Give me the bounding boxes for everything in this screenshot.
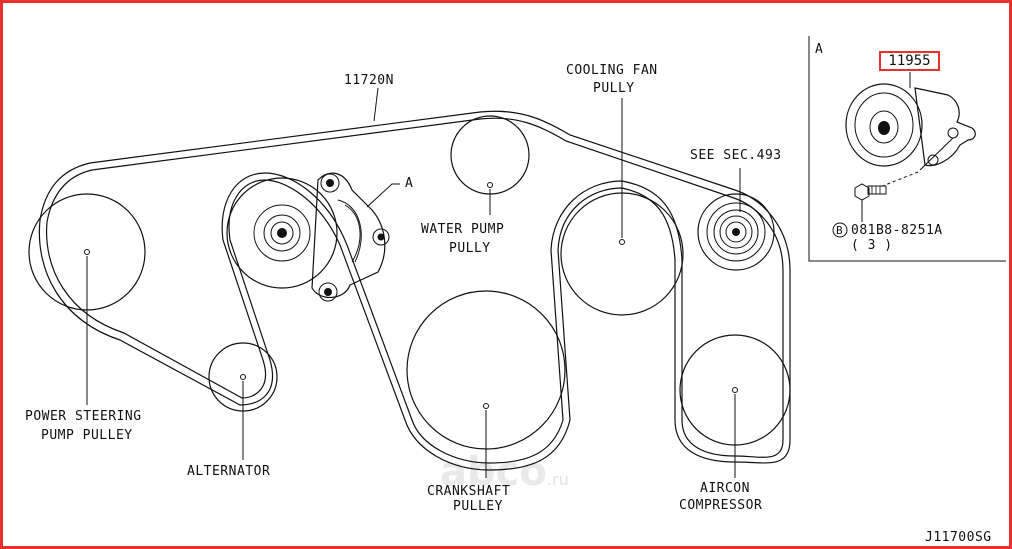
belt-leader [373,87,379,122]
alternator-label: ALTERNATOR [187,464,270,479]
see-section-label: SEE SEC.493 [690,148,782,163]
cooling-fan-label-line2: PULLY [593,81,635,96]
drive-belt [38,87,791,471]
crankshaft-pulley [406,290,566,478]
drawing-reference-code: J11700SG [925,530,992,545]
power-steering-pulley [28,193,146,405]
cooling-fan-pulley [560,98,684,316]
power-steering-label-line1: POWER STEERING [25,409,142,424]
tensioner-part-callout: 11955 [879,51,940,71]
idler-pulley [697,168,775,271]
watermark-brand: abco [440,449,547,495]
power-steering-label-line2: PUMP PULLEY [41,428,133,443]
cooling-fan-label-line1: COOLING FAN [566,63,658,78]
inset-detail-a: A B 081B8-8251A ( 3 ) [808,36,1006,262]
bolt-part-number: 081B8-8251A [851,223,943,238]
belt-part-label: 11720N [344,73,394,88]
water-pump-label-line2: PULLY [449,241,491,256]
alternator-pulley [208,342,278,460]
bolt-marker: B [836,224,843,237]
bolt-quantity: ( 3 ) [851,238,893,253]
bolt-marker-circle [832,222,848,238]
inset-title: A [815,42,823,57]
aircon-label-line1: AIRCON [700,481,750,496]
water-pump-pulley [450,115,530,215]
detail-a-marker: A [405,176,413,191]
watermark: abco .ru [440,449,569,495]
tensioner-assembly [226,172,400,302]
water-pump-label-line1: WATER PUMP [421,222,504,237]
aircon-label-line2: COMPRESSOR [679,498,762,513]
bolt-icon [854,183,887,201]
watermark-domain: .ru [547,470,569,489]
crankshaft-label-line2: PULLEY [453,499,503,514]
aircon-compressor-pulley [679,334,791,478]
crankshaft-label-line1: CRANKSHAFT [427,484,510,499]
